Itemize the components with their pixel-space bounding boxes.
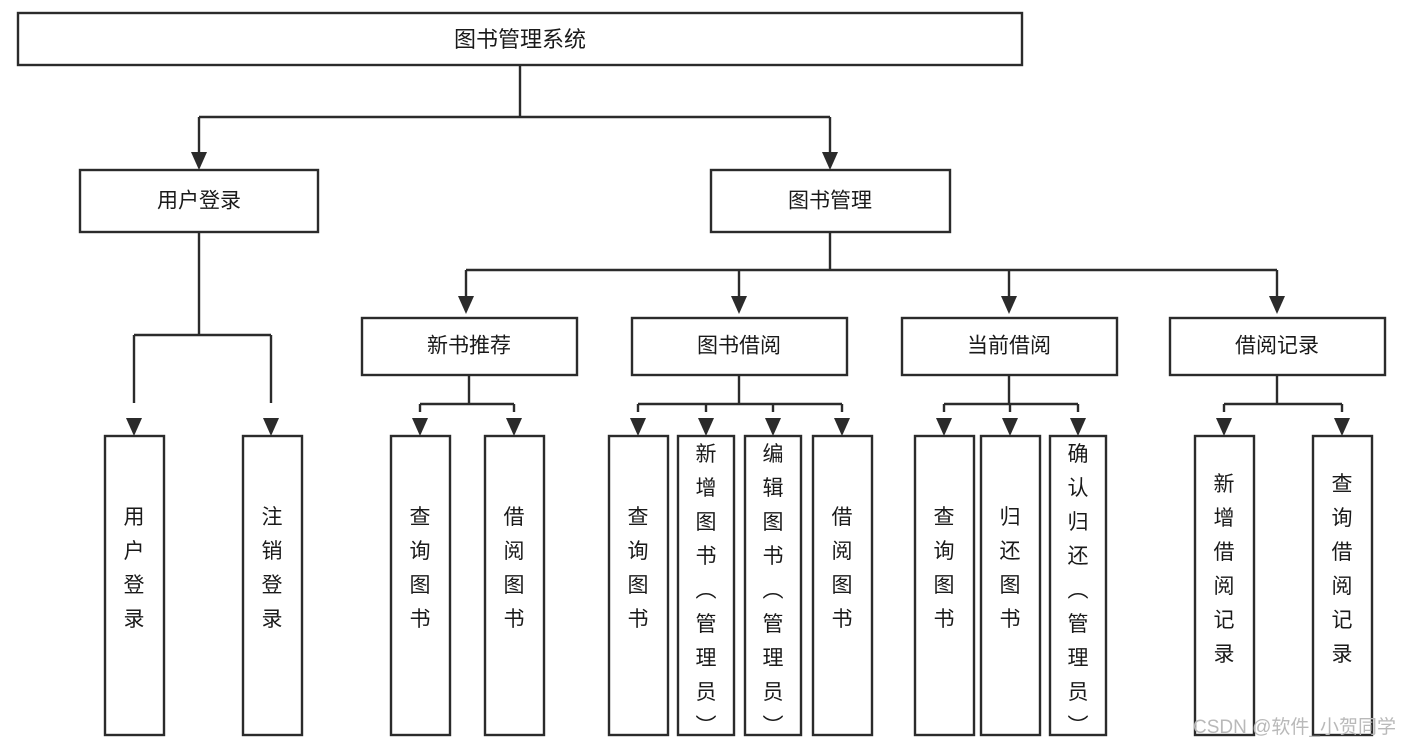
- node-book-borrow-label: 图书借阅: [697, 335, 781, 358]
- leaf-node-borrow-book-2-box[interactable]: [811, 434, 874, 737]
- arrow-to-book-manage: [822, 152, 838, 170]
- leaf-node-edit-book-label: 编辑图书︵管理员︶: [763, 443, 784, 738]
- node-new-book-recommend-box[interactable]: [360, 316, 579, 377]
- arrow-to-leaf-return-book: [1002, 418, 1018, 436]
- node-book-manage-label: 图书管理: [788, 190, 872, 213]
- leaf-node-confirm-return[interactable]: 确认归还︵管理员︶: [1048, 434, 1108, 738]
- arrow-to-leaf-borrow-book-2: [834, 418, 850, 436]
- leaf-node-add-record-box[interactable]: [1193, 434, 1256, 737]
- leaf-node-query-book-1[interactable]: 查询图书: [389, 434, 452, 737]
- leaf-node-user-login-box[interactable]: [103, 434, 166, 737]
- node-root-box[interactable]: [16, 11, 1024, 67]
- node-user-login-label: 用户登录: [157, 190, 241, 213]
- leaf-node-query-book-3-box[interactable]: [913, 434, 976, 737]
- node-root-label: 图书管理系统: [454, 27, 586, 52]
- leaf-node-query-record-label: 查询借阅记录: [1332, 473, 1353, 666]
- node-borrow-record-label: 借阅记录: [1235, 335, 1319, 358]
- arrow-to-leaf-query-book-2: [630, 418, 646, 436]
- arrow-to-new-book-recommend: [458, 296, 474, 314]
- leaf-node-confirm-return-box[interactable]: [1048, 434, 1108, 737]
- leaf-node-query-record-box[interactable]: [1311, 434, 1374, 737]
- node-book-manage[interactable]: 图书管理: [709, 168, 952, 234]
- leaf-node-add-record-label: 新增借阅记录: [1214, 473, 1235, 666]
- arrow-to-leaf-borrow-book-1: [506, 418, 522, 436]
- csdn-watermark: CSDN @软件_小贺同学: [1193, 716, 1396, 738]
- leaf-node-confirm-return-label: 确认归还︵管理员︶: [1068, 443, 1089, 738]
- node-book-manage-box[interactable]: [709, 168, 952, 234]
- arrow-to-leaf-user-logout: [263, 418, 279, 436]
- node-root[interactable]: 图书管理系统: [16, 11, 1024, 67]
- node-current-borrow-box[interactable]: [900, 316, 1119, 377]
- leaf-node-return-book[interactable]: 归还图书: [979, 434, 1042, 737]
- leaf-node-query-book-3-label: 查询图书: [934, 506, 955, 631]
- leaf-layer: 用户登录 注销登录 查询图书 借阅图书 查询图书 新增图书︵管理员︶: [103, 434, 1374, 738]
- leaf-node-edit-book-box[interactable]: [743, 434, 803, 737]
- leaf-node-query-book-2-label: 查询图书: [628, 506, 649, 631]
- arrow-to-leaf-user-login: [126, 418, 142, 436]
- leaf-node-query-book-1-box[interactable]: [389, 434, 452, 737]
- node-borrow-record[interactable]: 借阅记录: [1168, 316, 1387, 377]
- leaf-node-query-book-2-box[interactable]: [607, 434, 670, 737]
- arrow-to-leaf-query-record: [1334, 418, 1350, 436]
- arrow-to-leaf-query-book-3: [936, 418, 952, 436]
- leaf-node-user-logout-box[interactable]: [241, 434, 304, 737]
- leaf-node-borrow-book-2-label: 借阅图书: [832, 506, 853, 631]
- leaf-node-query-book-3[interactable]: 查询图书: [913, 434, 976, 737]
- arrow-to-leaf-query-book-1: [412, 418, 428, 436]
- node-book-borrow-box[interactable]: [630, 316, 849, 377]
- arrow-to-user-login: [191, 152, 207, 170]
- arrow-to-leaf-edit-book: [765, 418, 781, 436]
- arrow-to-book-borrow: [731, 296, 747, 314]
- leaf-node-query-book-2[interactable]: 查询图书: [607, 434, 670, 737]
- arrow-to-leaf-add-book: [698, 418, 714, 436]
- leaf-node-user-login-label: 用户登录: [124, 506, 145, 631]
- leaf-node-user-login[interactable]: 用户登录: [103, 434, 166, 737]
- leaf-node-add-record[interactable]: 新增借阅记录: [1193, 434, 1256, 737]
- node-user-login-box[interactable]: [78, 168, 320, 234]
- leaf-node-add-book-box[interactable]: [676, 434, 736, 737]
- leaf-node-edit-book[interactable]: 编辑图书︵管理员︶: [743, 434, 803, 738]
- leaf-node-add-book[interactable]: 新增图书︵管理员︶: [676, 434, 736, 738]
- leaf-node-borrow-book-1-box[interactable]: [483, 434, 546, 737]
- arrow-to-leaf-add-record: [1216, 418, 1232, 436]
- arrow-to-leaf-confirm-return: [1070, 418, 1086, 436]
- leaf-node-borrow-book-1[interactable]: 借阅图书: [483, 434, 546, 737]
- connector-layer: [126, 65, 1350, 436]
- node-current-borrow-label: 当前借阅: [967, 335, 1051, 358]
- arrow-to-borrow-record: [1269, 296, 1285, 314]
- leaf-node-borrow-book-1-label: 借阅图书: [504, 506, 525, 631]
- node-book-borrow[interactable]: 图书借阅: [630, 316, 849, 377]
- node-new-book-recommend[interactable]: 新书推荐: [360, 316, 579, 377]
- leaf-node-add-book-label: 新增图书︵管理员︶: [696, 443, 717, 738]
- leaf-node-user-logout[interactable]: 注销登录: [241, 434, 304, 737]
- node-current-borrow[interactable]: 当前借阅: [900, 316, 1119, 377]
- leaf-node-query-book-1-label: 查询图书: [410, 506, 431, 631]
- arrow-to-current-borrow: [1001, 296, 1017, 314]
- node-user-login[interactable]: 用户登录: [78, 168, 320, 234]
- leaf-node-return-book-box[interactable]: [979, 434, 1042, 737]
- leaf-node-query-record[interactable]: 查询借阅记录: [1311, 434, 1374, 737]
- leaf-node-borrow-book-2[interactable]: 借阅图书: [811, 434, 874, 737]
- node-new-book-recommend-label: 新书推荐: [427, 335, 511, 358]
- leaf-node-user-logout-label: 注销登录: [262, 506, 283, 631]
- leaf-node-return-book-label: 归还图书: [1000, 506, 1021, 631]
- node-borrow-record-box[interactable]: [1168, 316, 1387, 377]
